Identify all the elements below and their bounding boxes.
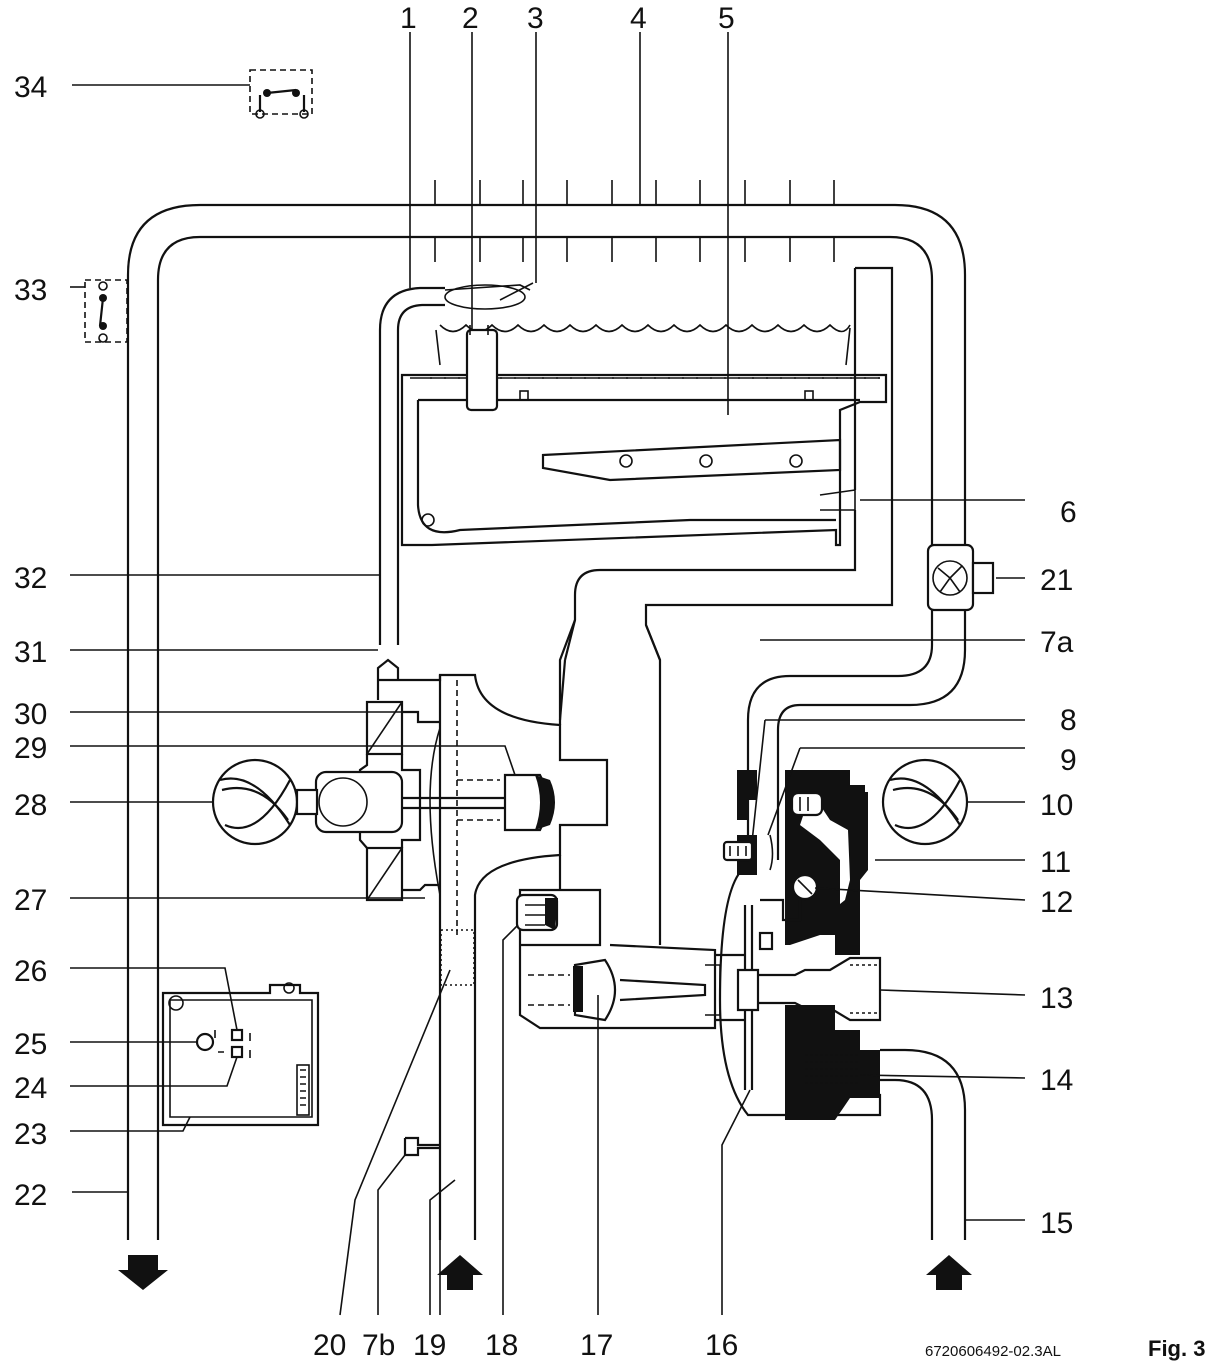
callout-30: 30: [14, 698, 47, 731]
water-regulator-block: [718, 758, 969, 1120]
outlet-arrow-down: [118, 1255, 168, 1290]
callout-13: 13: [1040, 982, 1073, 1015]
flow-sensor-21: [926, 543, 995, 612]
callout-22: 22: [14, 1179, 47, 1212]
callout-29: 29: [14, 732, 47, 765]
callout-6: 6: [1060, 496, 1077, 529]
callout-4: 4: [630, 2, 647, 35]
callout-25: 25: [14, 1028, 47, 1061]
switch-34: [249, 69, 313, 119]
leader-lines: [70, 32, 1026, 1316]
figure-label: Fig. 3: [1148, 1336, 1205, 1361]
callout-19: 19: [413, 1329, 446, 1362]
callout-7b: 7b: [362, 1329, 395, 1362]
callout-31: 31: [14, 636, 47, 669]
water-inlet-arrow-up: [926, 1255, 972, 1290]
callout-16: 16: [705, 1329, 738, 1362]
switch-33: [84, 279, 128, 343]
callout-11: 11: [1040, 846, 1071, 879]
gas-inlet-arrow-up: [437, 1255, 483, 1290]
exchanger-fins: [434, 180, 835, 262]
callout-7a: 7a: [1040, 626, 1074, 659]
callout-labels: 1 2 3 4 5 6 7a 8 9 10 11 12 13 14 15 16 …: [14, 2, 1077, 1362]
callout-1: 1: [400, 2, 417, 35]
callout-21: 21: [1040, 564, 1073, 597]
callout-23: 23: [14, 1118, 47, 1151]
callout-10: 10: [1040, 789, 1073, 822]
callout-17: 17: [580, 1329, 613, 1362]
callout-8: 8: [1060, 704, 1077, 737]
callout-33: 33: [14, 274, 47, 307]
cold-water-inlet: [880, 1048, 972, 1290]
control-board: [161, 982, 320, 1127]
callout-34: 34: [14, 71, 47, 104]
callout-18: 18: [485, 1329, 518, 1362]
callout-3: 3: [527, 2, 544, 35]
callout-28: 28: [14, 789, 47, 822]
callout-2: 2: [462, 2, 479, 35]
water-valve-assembly: [515, 624, 745, 1030]
heat-exchanger-loop: [118, 180, 967, 1290]
callout-12: 12: [1040, 886, 1073, 919]
burner-assembly: [400, 266, 894, 661]
callout-32: 32: [14, 562, 47, 595]
callout-15: 15: [1040, 1207, 1073, 1240]
knob-28: [211, 758, 319, 846]
right-water-pipe: [746, 610, 967, 785]
callout-27: 27: [14, 884, 47, 917]
callout-9: 9: [1060, 744, 1077, 777]
callout-14: 14: [1040, 1064, 1073, 1097]
callout-26: 26: [14, 955, 47, 988]
ignition-electrodes: [378, 282, 534, 645]
callout-5: 5: [718, 2, 735, 35]
callout-20: 20: [313, 1329, 346, 1362]
callout-24: 24: [14, 1072, 47, 1105]
drawing-code: 6720606492-02.3AL: [925, 1343, 1061, 1360]
